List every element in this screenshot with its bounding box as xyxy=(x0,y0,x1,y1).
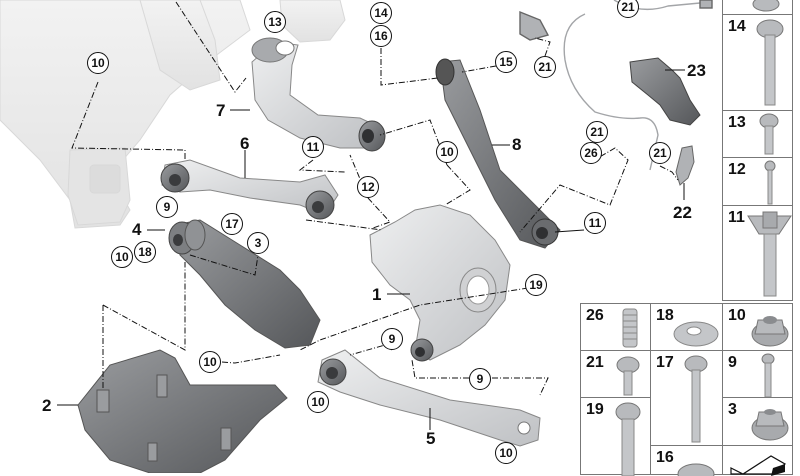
callout-15[interactable]: 15 xyxy=(495,51,517,73)
hardware-cell-10[interactable]: 10 xyxy=(722,303,793,351)
part-8-link xyxy=(435,58,561,249)
callout-17[interactable]: 17 xyxy=(221,213,243,235)
hardware-cell-11[interactable]: 11 xyxy=(722,205,793,301)
hardware-cell-18[interactable]: 18 xyxy=(650,303,723,351)
part-22-bracket xyxy=(675,145,695,186)
bolt-eccentric-icon xyxy=(747,211,792,297)
part-label-7[interactable]: 7 xyxy=(216,101,226,120)
sensor-cables xyxy=(519,0,713,171)
part-label-1[interactable]: 1 xyxy=(372,285,382,304)
callout-21[interactable]: 21 xyxy=(534,56,556,78)
hardware-label: 16 xyxy=(656,449,674,466)
callout-26[interactable]: 26 xyxy=(580,142,602,164)
hardware-cell-9[interactable]: 9 xyxy=(722,350,793,398)
hardware-label: 3 xyxy=(728,401,737,418)
part-1-wheel-carrier xyxy=(369,204,511,362)
callout-10[interactable]: 10 xyxy=(436,141,458,163)
hardware-label: 10 xyxy=(728,307,746,324)
bolt-small-icon xyxy=(616,356,640,396)
callout-12[interactable]: 12 xyxy=(357,176,379,198)
part-23-bracket xyxy=(629,57,701,126)
hardware-cell-arrow[interactable] xyxy=(722,445,793,476)
bolt-long-icon xyxy=(684,355,708,443)
part-label-6[interactable]: 6 xyxy=(240,134,250,153)
bolt-short-icon xyxy=(759,113,779,155)
bolt-large-icon xyxy=(615,402,641,476)
flange-nut-icon xyxy=(751,316,789,347)
hardware-cell-16[interactable]: 16 xyxy=(650,445,723,476)
callout-11[interactable]: 11 xyxy=(584,212,606,234)
arrow-mark-icon xyxy=(730,455,787,476)
callout-13[interactable]: 13 xyxy=(264,11,286,33)
hardware-label: 14 xyxy=(728,18,746,35)
hardware-label: 12 xyxy=(728,161,746,178)
callout-21[interactable]: 21 xyxy=(586,121,608,143)
callout-10[interactable]: 10 xyxy=(307,391,329,413)
hardware-cell-17[interactable]: 17 xyxy=(650,350,723,446)
part-label-4[interactable]: 4 xyxy=(132,220,142,239)
callout-11[interactable]: 11 xyxy=(302,136,324,158)
callout-21[interactable]: 21 xyxy=(649,142,671,164)
hardware-label: 26 xyxy=(586,307,604,324)
flange-nut-icon xyxy=(751,409,789,441)
hardware-cell-21[interactable]: 21 xyxy=(580,350,651,398)
hardware-cell-14[interactable]: 14 xyxy=(722,14,793,111)
bolt-long-icon xyxy=(756,19,784,106)
threaded-insert-icon xyxy=(622,308,638,348)
washer-icon xyxy=(677,463,715,476)
part-7-upper-arm xyxy=(251,37,386,152)
part-label-23[interactable]: 23 xyxy=(687,61,706,80)
part-label-2[interactable]: 2 xyxy=(42,396,52,415)
hardware-cell-12[interactable]: 12 xyxy=(722,157,793,206)
hardware-label: 11 xyxy=(728,209,745,226)
part-2-guard xyxy=(77,349,288,473)
hardware-cell-nut[interactable] xyxy=(722,0,793,15)
callout-9[interactable]: 9 xyxy=(381,328,403,350)
callout-9[interactable]: 9 xyxy=(156,196,178,218)
callout-9[interactable]: 9 xyxy=(469,368,491,390)
part-4-lower-arm xyxy=(168,219,321,349)
hardware-cell-3[interactable]: 3 xyxy=(722,397,793,446)
part-label-22[interactable]: 22 xyxy=(673,203,692,222)
callout-3[interactable]: 3 xyxy=(247,232,269,254)
hardware-label: 19 xyxy=(586,401,604,418)
hardware-cell-26[interactable]: 26 xyxy=(580,303,651,351)
nut-icon xyxy=(752,0,780,12)
callout-18[interactable]: 18 xyxy=(134,241,156,263)
callout-14[interactable]: 14 xyxy=(370,2,392,24)
callout-10[interactable]: 10 xyxy=(111,246,133,268)
bolt-thin-icon xyxy=(764,160,776,205)
part-6-control-arm xyxy=(160,159,339,220)
hardware-label: 21 xyxy=(586,354,604,371)
hardware-cell-13[interactable]: 13 xyxy=(722,110,793,158)
part-label-8[interactable]: 8 xyxy=(512,135,522,154)
callout-10[interactable]: 10 xyxy=(495,442,517,464)
hardware-cell-19[interactable]: 19 xyxy=(580,397,651,476)
subframe-ghost xyxy=(0,0,346,229)
hardware-label: 9 xyxy=(728,354,737,371)
callout-10[interactable]: 10 xyxy=(87,52,109,74)
bolt-thin-icon xyxy=(761,353,775,398)
callout-19[interactable]: 19 xyxy=(525,274,547,296)
callout-10[interactable]: 10 xyxy=(199,351,221,373)
callout-21[interactable]: 21 xyxy=(617,0,639,18)
label-leaders xyxy=(57,69,685,430)
part-label-5[interactable]: 5 xyxy=(426,429,436,448)
hardware-label: 13 xyxy=(728,114,746,131)
callout-16[interactable]: 16 xyxy=(370,25,392,47)
part-5-link xyxy=(317,349,541,447)
hardware-label: 17 xyxy=(656,354,674,371)
eccentric-washer-icon xyxy=(673,321,719,347)
hardware-label: 18 xyxy=(656,307,674,324)
